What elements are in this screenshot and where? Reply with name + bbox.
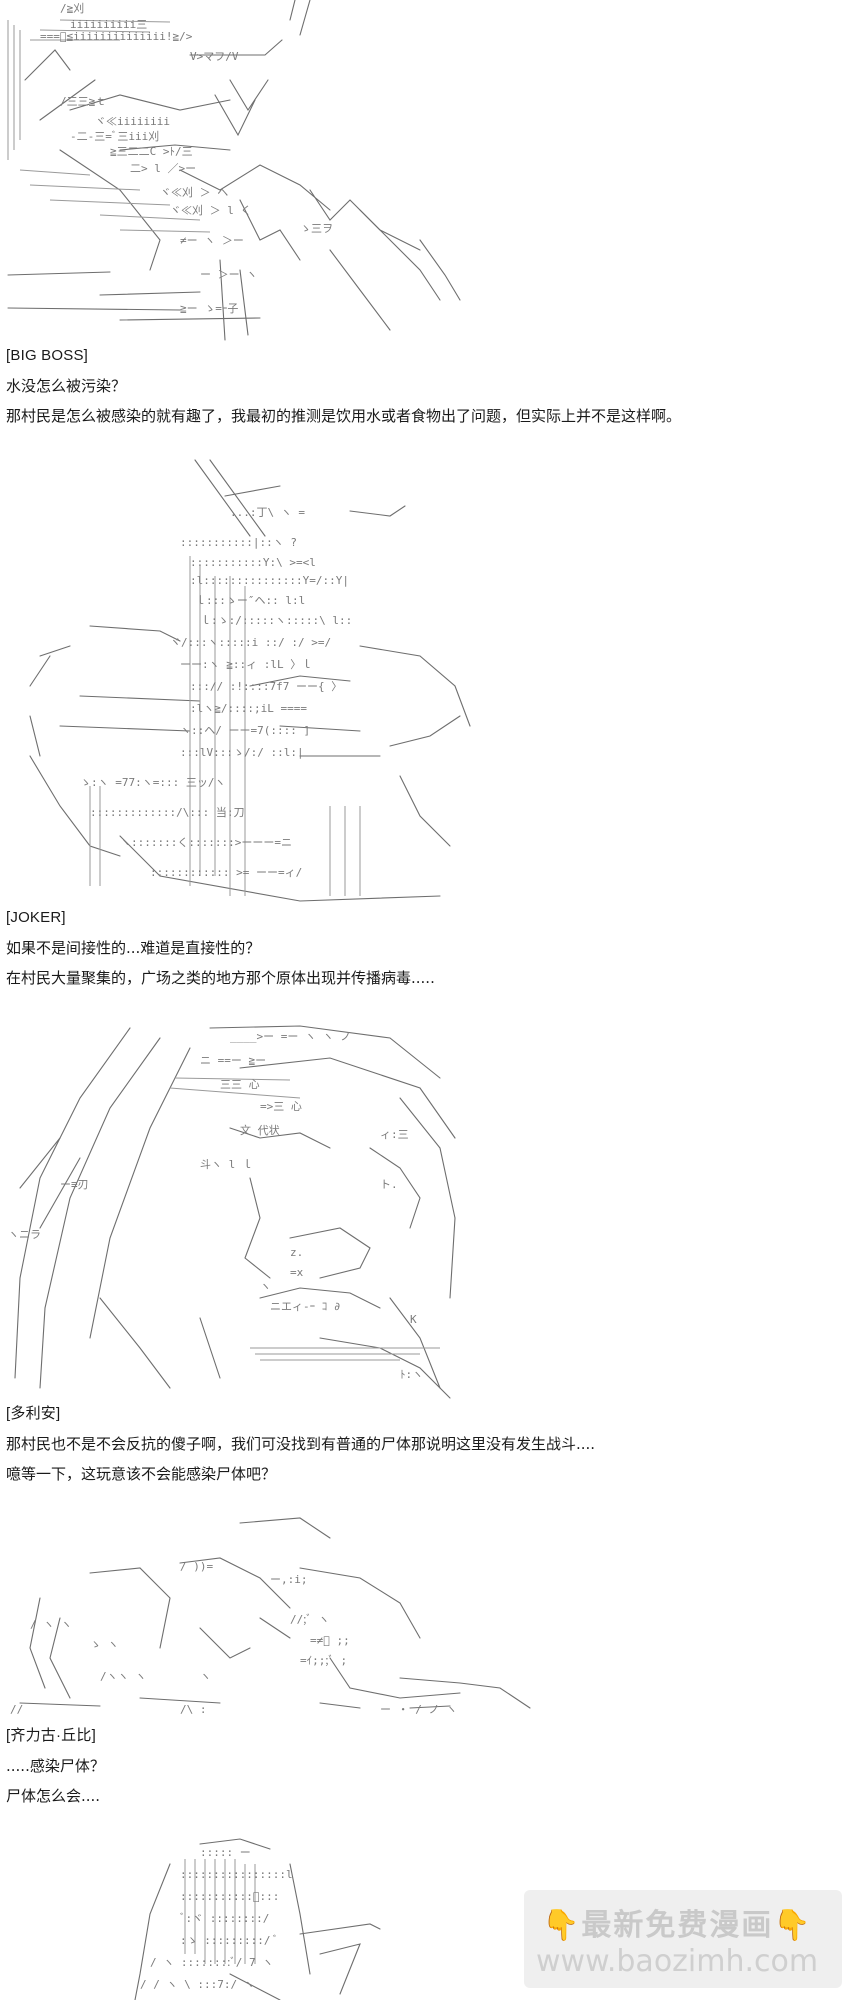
svg-text::ゝ :::::::::/ ﾞ: :ゝ :::::::::/ ﾞ [180,1934,278,1947]
svg-text:ー ＞ー ヽ: ー ＞ー ヽ [200,268,257,281]
svg-text:ーー:ヽ ≧::ィ :lL 〉ｌ: ーー:ヽ ≧::ィ :lL 〉ｌ [180,658,312,671]
svg-text:≧三二二C >ﾄ/三: ≧三二二C >ﾄ/三 [110,145,193,158]
speaker-label-joker: [JOKER] [6,909,66,926]
svg-text:...:丁\ ヽ =: ...:丁\ ヽ = [230,506,305,519]
ascii-art-panel-2: ...:丁\ ヽ = :::::::::::|::ヽ ? :::::::::::… [0,456,480,904]
svg-text:/ ))=: / ))= [180,1560,213,1573]
dialogue-line: 在村民大量聚集的，广场之类的地方那个原体出现并传播病毒..... [6,969,435,987]
ascii-art-figure-4: / ))= ー,:i; //;ﾞ ヽ =≠ﾞ ;; =ｲ;;;ﾞ ; / ヽ ヽ… [10,1517,531,1716]
watermark-brand-text: 最新免费漫画 [581,1908,774,1943]
svg-text:K: K [410,1313,417,1326]
watermark-banner: 👇最新免费漫画👇 www.baozimh.com [524,1890,842,1988]
svg-text:ゝ三ヲ: ゝ三ヲ [300,222,333,235]
watermark-brand-row: 👇最新免费漫画👇 [542,1900,813,1944]
pointing-down-hand-icon: 👇 [542,1908,582,1943]
svg-text::l:::::::::::::::Y=/::Y|: :l:::::::::::::::Y=/::Y| [190,574,349,587]
ascii-art-figure-1: /≧刈 iiiiiiiiii三 ===ﾞ≦iiiiiiiiiiiiii!≧/> … [7,0,461,341]
svg-text::::lV:::ゝ/:/ ::l:|: :::lV:::ゝ/:/ ::l:| [180,746,304,759]
svg-text://: // [10,1703,23,1716]
svg-text:ヽ:::::::く:::::::>ーーー=ニ: ヽ:::::::く:::::::>ーーー=ニ [120,836,292,849]
svg-text:=ｲ;;;ﾞ ;: =ｲ;;;ﾞ ; [300,1654,347,1667]
svg-text::::::::::::::/\::: 当:刀: :::::::::::::/\::: 当:刀 [90,805,244,819]
svg-text:ニ ==ー ≧ー: ニ ==ー ≧ー [200,1054,266,1067]
dialogue-line: .....感染尸体？ [6,1757,105,1775]
svg-text:斗ヽ l ｌ: 斗ヽ l ｌ [200,1158,253,1171]
dialogue-line: 如果不是间接性的...难道是直接性的？ [6,939,261,957]
ascii-art-panel-3: ____>ー =ー ヽ ヽ ノ ニ ==ー ≧ー 三三 心 =>三 心 文 代状… [0,1018,480,1402]
svg-text:ヽ: ヽ [200,1670,211,1683]
svg-text:ｌ:::ゝー″ヘ:: l:l: ｌ:::ゝー″ヘ:: l:l [195,594,305,607]
svg-text:ﾄ:ヽ: ﾄ:ヽ [400,1368,423,1381]
pointing-down-hand-icon: 👇 [773,1908,813,1943]
svg-text:ヽニラ: ヽニラ [8,1228,41,1241]
svg-text:≧ー ゝ=ｰ子: ≧ー ゝ=ｰ子 [180,302,238,315]
dialogue-line: 水没怎么被污染？ [6,377,127,395]
svg-text:/ ヽ ::::::::ﾞ/ 7 ヽ: / ヽ ::::::::ﾞ/ 7 ヽ [150,1956,273,1969]
dialogue-line: 那村民是怎么被感染的就有趣了，我最初的推测是饮用水或者食物出了问题，但实际上并不… [6,407,682,425]
svg-text:::::: ー: ::::: ー [200,1846,251,1859]
svg-text:iiiiiiiiii三: iiiiiiiiii三 [70,18,147,31]
svg-text:ｌ:ゝ:/:::::ヽ:::::\ l::: ｌ:ゝ:/:::::ヽ:::::\ l:: [200,614,352,627]
svg-text:-二-三=ﾞ三iii刈: -二-三=ﾞ三iii刈 [70,130,159,143]
svg-text:ー ・ / ノ ヽ: ー ・ / ノ ヽ [380,1703,457,1716]
svg-text:/ / ヽ \ :::7:/ ヽ: / / ヽ \ :::7:/ ヽ [140,1978,255,1991]
svg-text:=>三 心: =>三 心 [260,1100,302,1113]
svg-text:ヾ≪刈 ＞ ヘ: ヾ≪刈 ＞ ヘ [160,186,228,199]
dialogue-line: 那村民也不是不会反抗的傻子啊，我们可没找到有普通的尸体那说明这里没有发生战斗..… [6,1435,596,1453]
svg-text:≠ー ヽ ＞ー: ≠ー ヽ ＞ー [180,234,244,247]
watermark-url: www.baozimh.com [536,1944,819,1979]
ascii-art-panel-5: ::::: ー ::::::::::::::::l :::::::::::ﾞ::… [0,1834,520,2000]
svg-text:文 代状: 文 代状 [240,1123,280,1137]
ascii-art-figure-5: ::::: ー ::::::::::::::::l :::::::::::ﾞ::… [134,1838,381,2000]
ascii-art-figure-3: ____>ー =ー ヽ ヽ ノ ニ ==ー ≧ー 三三 心 =>三 心 文 代状… [8,1025,456,1399]
svg-text::::::::::::: >= ーー=ィ/: :::::::::::: >= ーー=ィ/ [150,866,302,879]
svg-text:V>マフ/V: V>マフ/V [190,50,239,63]
svg-text:=x: =x [290,1266,304,1279]
speaker-label-dorian: [多利安] [6,1405,61,1422]
svg-text:ニエィ-ｰ ｺ ∂: ニエィ-ｰ ｺ ∂ [270,1300,341,1313]
ascii-art-panel-4: / ))= ー,:i; //;ﾞ ヽ =≠ﾞ ;; =ｲ;;;ﾞ ; / ヽ ヽ… [0,1508,560,1718]
svg-text::::::::::::Y:\ >=<l: :::::::::::Y:\ >=<l [190,556,316,569]
svg-text:ヽ: ヽ [260,1280,271,1293]
ascii-art-figure-2: ...:丁\ ヽ = :::::::::::|::ヽ ? :::::::::::… [29,459,471,902]
speaker-label-chilligu-chubi: [齐力古·丘比] [6,1727,96,1744]
svg-text:z.: z. [290,1246,303,1259]
svg-text:____>ー =ー ヽ ヽ ノ: ____>ー =ー ヽ ヽ ノ [230,1030,351,1043]
svg-text://;ﾞ ヽ: //;ﾞ ヽ [290,1613,329,1626]
speaker-label-big-boss: [BIG BOSS] [6,347,89,364]
svg-text:ﾞ:ヾ ::::::::/: ﾞ:ヾ ::::::::/ [180,1912,269,1925]
svg-text:===ﾞ≦iiiiiiiiiiiiii!≧/>: ===ﾞ≦iiiiiiiiiiiiii!≧/> [40,30,193,43]
svg-text:三三 心: 三三 心 [220,1078,260,1091]
svg-text:ヽ::ヘ/ ーー=7(:::: ]: ヽ::ヘ/ ーー=7(:::: ] [180,724,310,737]
svg-text:/ヽヽ ヽ: /ヽヽ ヽ [100,1670,146,1683]
dialogue-line: 尸体怎么会.... [6,1787,101,1805]
svg-text:/ ヽ ヽ: / ヽ ヽ [30,1618,72,1631]
svg-text::::::::::::ﾞ:::: :::::::::::ﾞ::: [180,1890,279,1903]
svg-text:/\ :: /\ : [180,1703,207,1716]
svg-text::::::::::::|::ヽ ?: :::::::::::|::ヽ ? [180,536,297,549]
svg-text:/≧刈: /≧刈 [60,2,84,15]
svg-text:ヾ/:::ヽ:::::i ::/ :/ >=/: ヾ/:::ヽ:::::i ::/ :/ >=/ [170,636,331,649]
svg-text:ト.: ト. [380,1178,398,1191]
ascii-art-panel-1: /≧刈 iiiiiiiiii三 ===ﾞ≦iiiiiiiiiiiiii!≧/> … [0,0,480,342]
svg-text:ー≡刃: ー≡刃 [60,1178,89,1191]
svg-text:二> l ／>ー: 二> l ／>ー [130,162,196,175]
svg-text:ゝ:ヽ =77:ヽ=::: 三ッ/ヽ: ゝ:ヽ =77:ヽ=::: 三ッ/ヽ [80,776,225,789]
svg-text::lヽ≧/::::;iL ====: :lヽ≧/::::;iL ==== [190,702,307,715]
svg-text:=≠ﾞ ;;: =≠ﾞ ;; [310,1634,350,1647]
dialogue-line: 噫等一下，这玩意该不会能感染尸体吧？ [6,1465,277,1483]
svg-text:/三三≧ｔ: /三三≧ｔ [60,95,106,108]
svg-text:ヾ≪iiiiiiii: ヾ≪iiiiiiii [95,115,170,128]
svg-text:ゝ ヽ: ゝ ヽ [90,1638,119,1651]
svg-text:ー,:i;: ー,:i; [270,1573,308,1586]
svg-text::::// :!::::7f7 ーー{ 〉: :::// :!::::7f7 ーー{ 〉 [190,680,342,693]
svg-text:ヾ≪刈 ＞ l く: ヾ≪刈 ＞ l く [170,204,252,217]
svg-text:ィ:三: ィ:三 [380,1128,409,1141]
svg-text:::::::::::::::::l: ::::::::::::::::l [180,1868,293,1881]
